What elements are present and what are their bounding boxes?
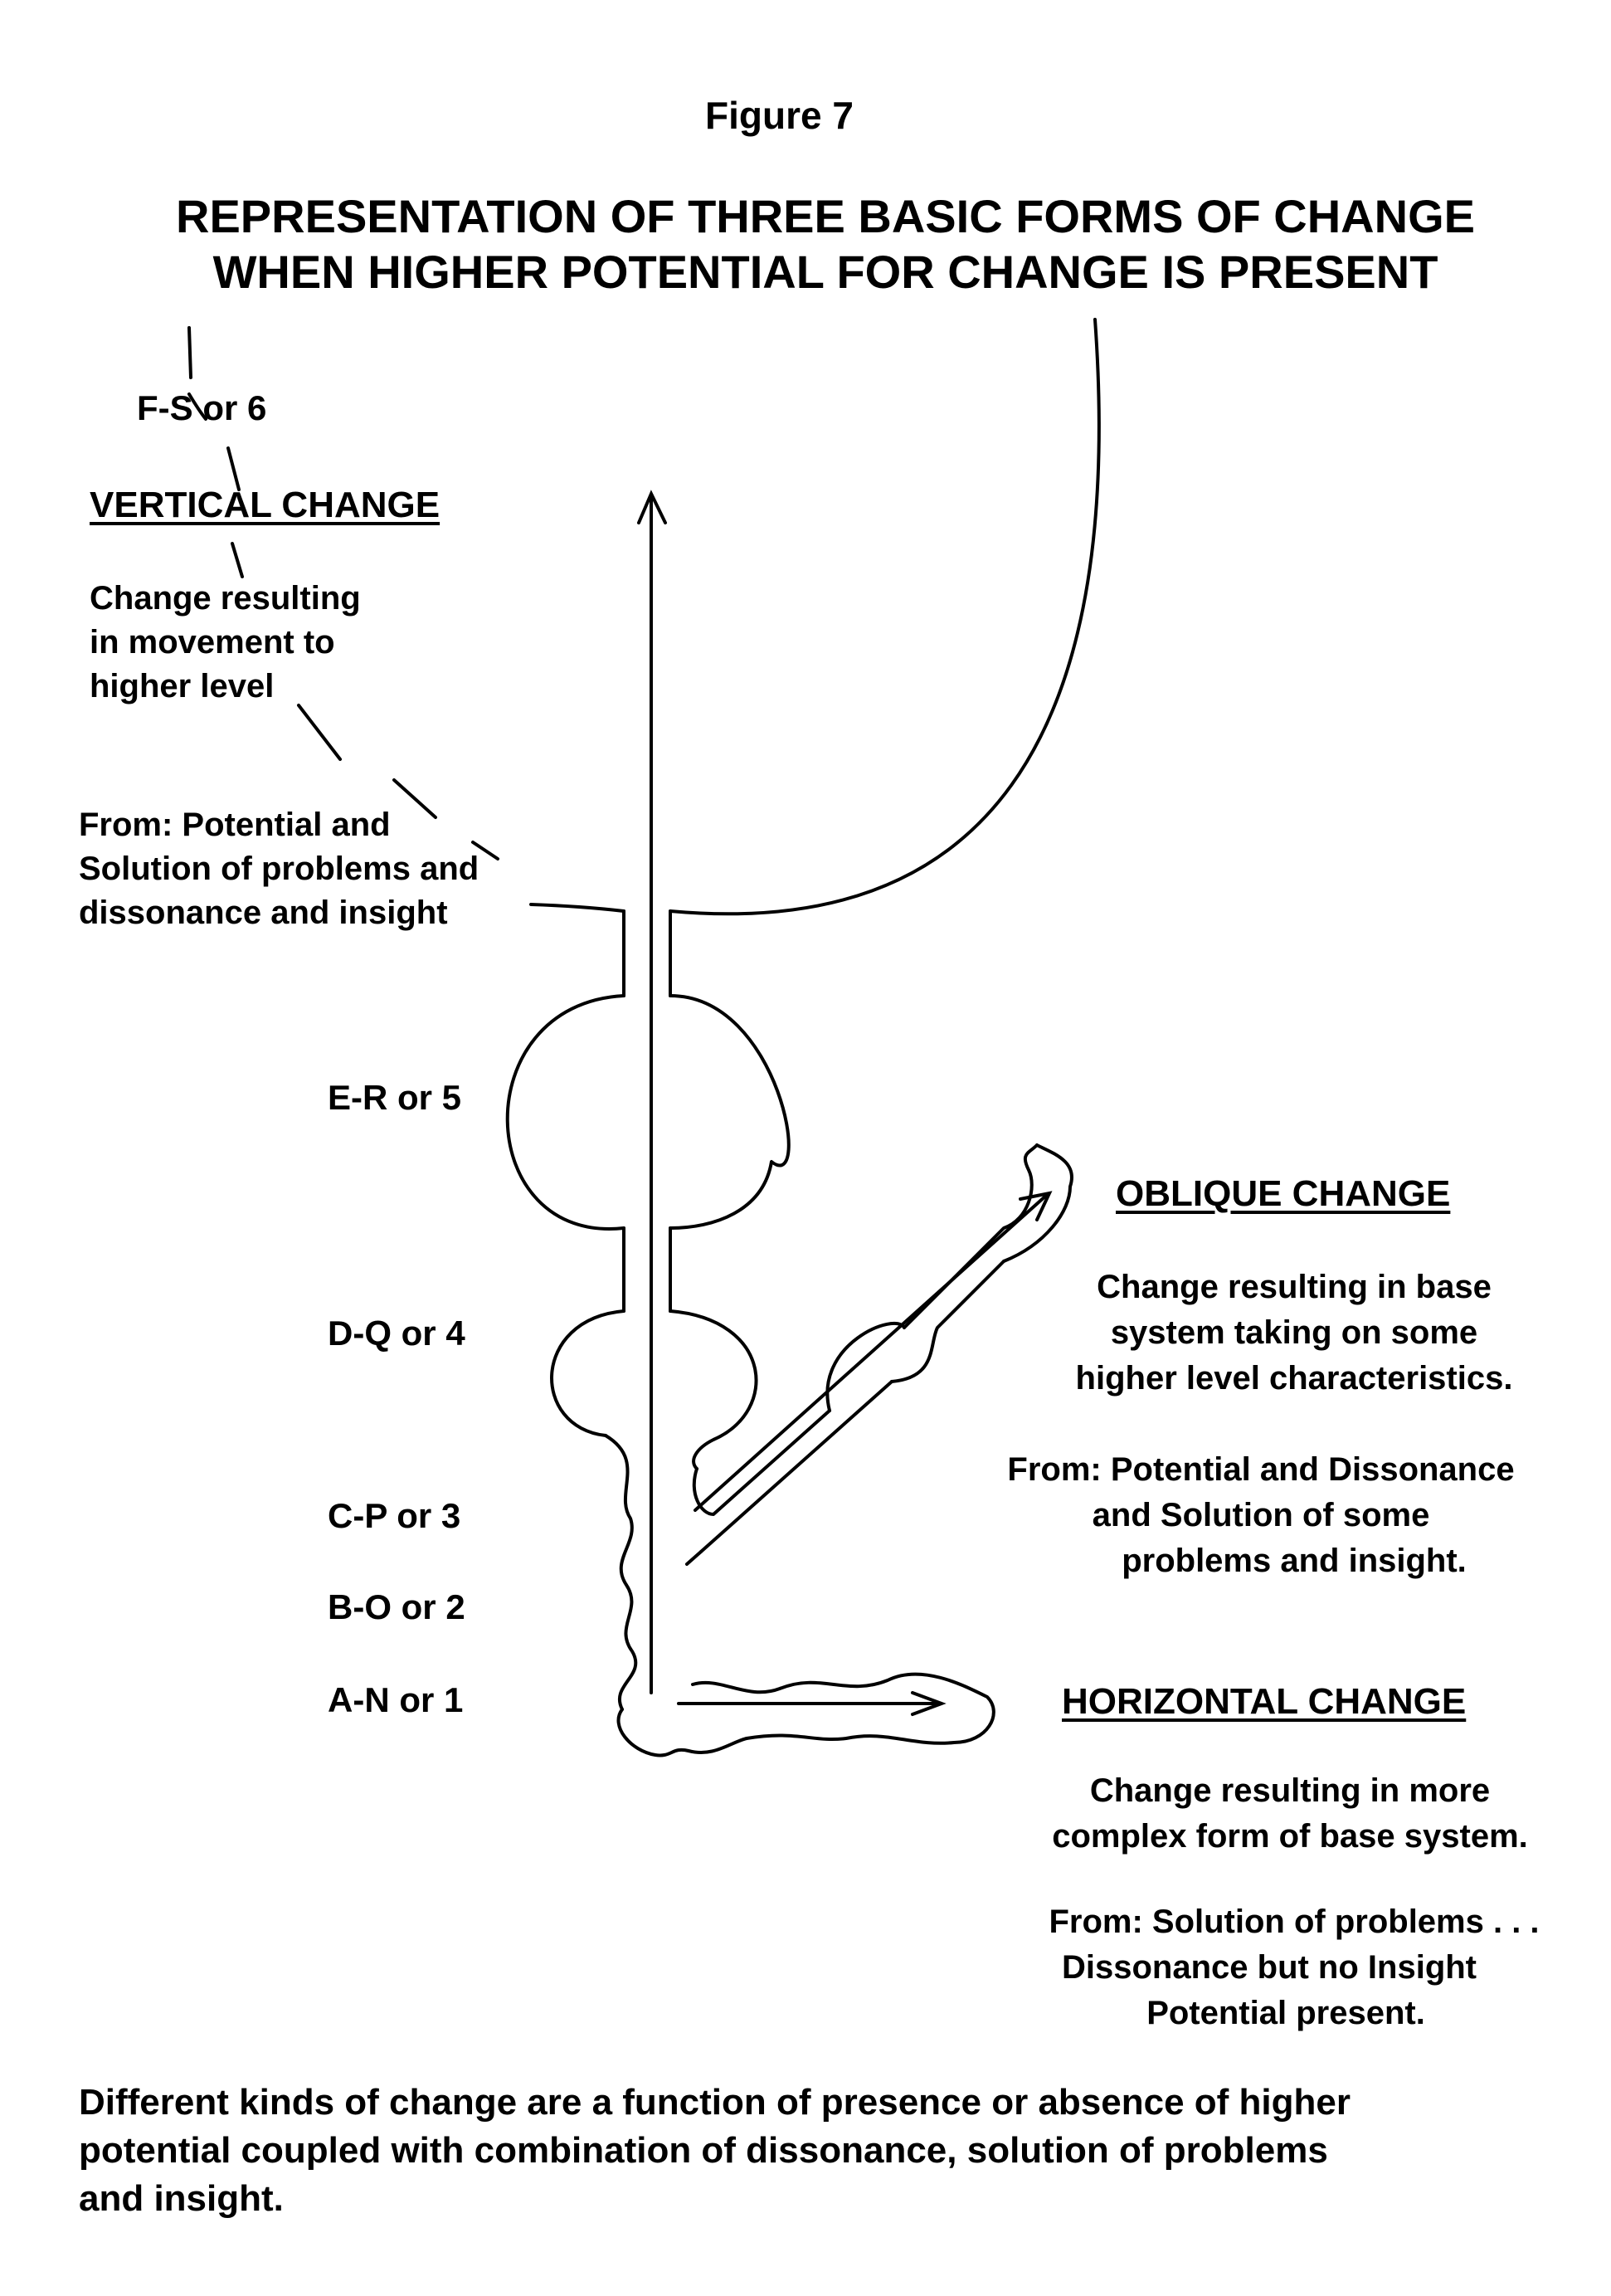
oblique-bulb <box>825 1322 906 1412</box>
oblique-inner-line <box>699 1380 893 1553</box>
leader-line <box>392 778 437 819</box>
leader-line <box>187 392 207 421</box>
vertical-change-from-line: From: Potential and <box>79 807 391 843</box>
level-label-5: E-R or 5 <box>328 1078 462 1117</box>
horizontal-change-from-line: Potential present. <box>1146 1995 1425 2031</box>
vertical-change-desc-line: Change resulting <box>90 580 361 617</box>
level-6-circle-left-tail <box>529 903 625 913</box>
leader-line <box>297 704 342 761</box>
level-label-2: B-O or 2 <box>328 1587 465 1626</box>
horizontal-bubble <box>691 1672 995 1745</box>
leader-line <box>187 326 192 379</box>
horizontal-change-desc-line: complex form of base system. <box>1052 1818 1528 1855</box>
page-title-line-1: REPRESENTATION OF THREE BASIC FORMS OF C… <box>176 190 1475 242</box>
oblique-change-from-line: problems and insight. <box>1122 1543 1467 1579</box>
footer-text-line: and insight. <box>79 2178 284 2219</box>
vertical-change-desc-line: in movement to <box>90 624 335 661</box>
oblique-arrow-head <box>1019 1191 1053 1221</box>
base-outline <box>616 1708 748 1757</box>
leader-line <box>231 542 244 578</box>
level-label-4: D-Q or 4 <box>328 1314 465 1353</box>
oblique-bulb-lower <box>890 1260 1005 1383</box>
footer-text-line: potential coupled with combination of di… <box>79 2130 1328 2171</box>
leader-line <box>226 446 241 491</box>
oblique-change-desc-line: higher level characteristics. <box>1075 1360 1513 1397</box>
lower-levels-outline-left <box>604 1434 638 1711</box>
oblique-shape-lower <box>692 1409 831 1516</box>
vertical-change-desc-line: higher level <box>90 668 275 704</box>
leader-line <box>471 841 499 860</box>
level-label-1: A-N or 1 <box>328 1680 464 1719</box>
vertical-arrow-head <box>637 490 667 524</box>
footer-text-line: Different kinds of change are a function… <box>79 2082 1351 2123</box>
oblique-change-desc-line: Change resulting in base <box>1097 1269 1492 1305</box>
level-5-bulb-left <box>505 994 625 1231</box>
oblique-change-arrow <box>694 1193 1049 1512</box>
oblique-stem <box>685 1550 703 1566</box>
oblique-tip <box>1002 1143 1073 1263</box>
horizontal-change-from-line: From: Solution of problems . . . <box>1049 1904 1540 1940</box>
figure-label: Figure 7 <box>705 94 854 137</box>
horizontal-change-desc-line: Change resulting in more <box>1089 1772 1491 1809</box>
vertical-change-from-line: dissonance and insight <box>79 895 448 931</box>
vertical-change-heading: VERTICAL CHANGE <box>90 485 440 525</box>
oblique-upper-outer <box>903 1143 1039 1329</box>
oblique-change-from-line: and Solution of some <box>1092 1497 1430 1533</box>
level-5-bulb-right <box>669 994 791 1230</box>
level-label-3: C-P or 3 <box>328 1496 461 1535</box>
horizontal-change-heading: HORIZONTAL CHANGE <box>1062 1681 1467 1722</box>
oblique-change-desc-line: system taking on some <box>1110 1314 1478 1351</box>
level-4-bulb-left <box>550 1309 625 1437</box>
horizontal-change-from-line: Dissonance but no Insight <box>1061 1949 1477 1986</box>
level-label-6: F-S or 6 <box>137 388 267 427</box>
horizontal-arrow-head <box>911 1691 947 1716</box>
page-title-line-2: WHEN HIGHER POTENTIAL FOR CHANGE IS PRES… <box>212 246 1438 298</box>
oblique-change-from-line: From: Potential and Dissonance <box>1007 1451 1515 1488</box>
level-6-circle <box>669 318 1101 916</box>
vertical-change-from-line: Solution of problems and <box>79 851 479 887</box>
oblique-change-heading: OBLIQUE CHANGE <box>1116 1173 1451 1214</box>
level-4-bulb-right <box>669 1309 758 1470</box>
